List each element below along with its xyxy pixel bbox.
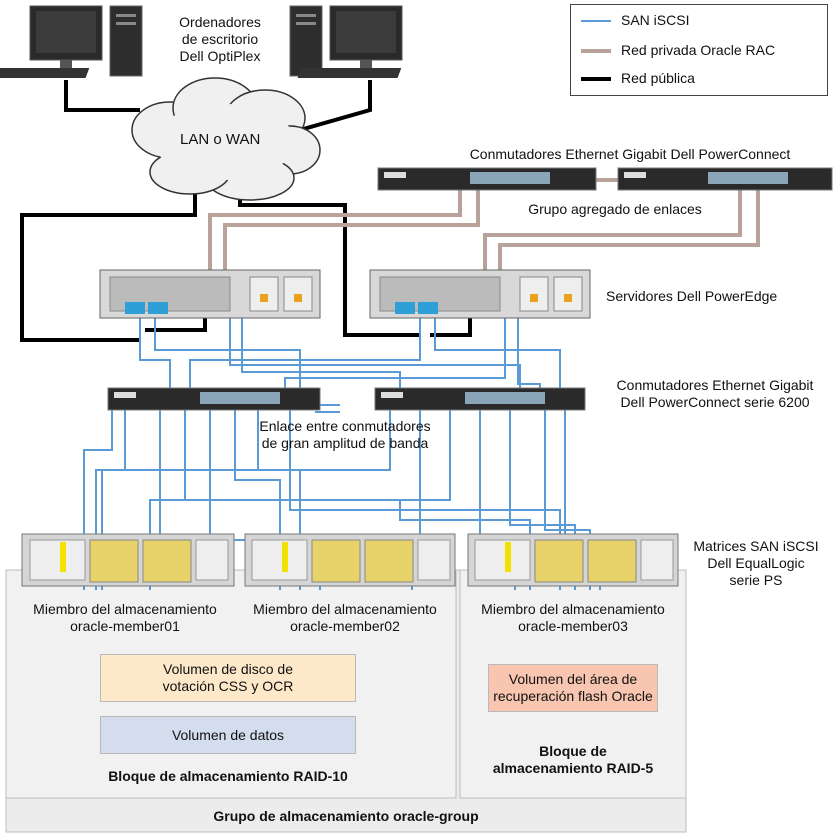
storage-array-2 (244, 533, 456, 587)
legend-label-iscsi: SAN iSCSI (621, 12, 690, 28)
member1-label-line1: Miembro del almacenamiento (33, 601, 217, 617)
top-switch-right (617, 167, 833, 191)
legend-swatch-public (581, 77, 611, 81)
legend-swatch-rac (581, 49, 611, 53)
desktops-label: Ordenadores de escritorio Dell OptiPlex (165, 14, 275, 65)
pool-raid5-label: Bloque de almacenamiento RAID-5 (468, 743, 678, 777)
server-right (369, 269, 591, 319)
desktop-computer-right (289, 5, 403, 78)
servers-label: Servidores Dell PowerEdge (606, 288, 778, 304)
interlink-label-line2: de gran amplitud de banda (261, 435, 429, 451)
top-switch-left (377, 167, 597, 191)
desktop-computer-left (0, 5, 143, 78)
arrays-label-line3: serie PS (729, 572, 783, 588)
member3-label: Miembro del almacenamiento oracle-member… (468, 601, 678, 635)
pool-raid5-label-line1: Bloque de (539, 743, 607, 759)
cloud-label: LAN o WAN (180, 131, 261, 148)
legend-item-public: Red pública (571, 69, 827, 89)
volume-css-ocr-line2: votación CSS y OCR (162, 678, 294, 694)
san-switches-label-line2: Dell PowerConnect serie 6200 (620, 394, 810, 410)
member2-label: Miembro del almacenamiento oracle-member… (240, 601, 450, 635)
storage-group-label: Grupo de almacenamiento oracle-group (213, 808, 479, 824)
interlink-label-line1: Enlace entre conmutadores (259, 418, 431, 434)
desktops-label-line1: Ordenadores (179, 14, 261, 30)
rac-network-lines (208, 178, 760, 280)
member3-label-line1: Miembro del almacenamiento (481, 601, 665, 617)
pool-raid5-label-line2: almacenamiento RAID-5 (492, 760, 654, 776)
legend: SAN iSCSI Red privada Oracle RAC Red púb… (570, 4, 828, 96)
member3-label-line2: oracle-member03 (518, 618, 628, 634)
san-switches-label-line1: Conmutadores Ethernet Gigabit (616, 377, 814, 393)
interlink-label: Enlace entre conmutadores de gran amplit… (235, 418, 455, 452)
server-left (99, 269, 321, 319)
storage-array-1 (21, 533, 235, 587)
top-switches-label: Conmutadores Ethernet Gigabit Dell Power… (469, 146, 791, 162)
san-switch-right (374, 387, 586, 411)
arrays-label-line1: Matrices SAN iSCSI (693, 538, 819, 554)
arrays-label-line2: Dell EqualLogic (707, 555, 805, 571)
legend-label-public: Red pública (621, 70, 695, 86)
volume-css-ocr: Volumen de disco de votación CSS y OCR (100, 654, 356, 702)
legend-label-rac: Red privada Oracle RAC (621, 42, 776, 58)
desktops-label-line3: Dell OptiPlex (179, 48, 261, 64)
legend-item-iscsi: SAN iSCSI (571, 11, 827, 31)
san-switches-label: Conmutadores Ethernet Gigabit Dell Power… (600, 377, 830, 411)
arrays-label: Matrices SAN iSCSI Dell EqualLogic serie… (686, 538, 826, 589)
member1-label-line2: oracle-member01 (70, 618, 180, 634)
cloud-icon (131, 77, 321, 201)
san-switch-left (107, 387, 321, 411)
desktops-label-line2: de escritorio (181, 31, 259, 47)
storage-array-3 (467, 533, 679, 587)
volume-css-ocr-line1: Volumen de disco de (163, 661, 293, 677)
member2-label-line2: oracle-member02 (290, 618, 400, 634)
pool-raid10-label: Bloque de almacenamiento RAID-10 (108, 768, 348, 784)
member2-label-line1: Miembro del almacenamiento (253, 601, 437, 617)
volume-data: Volumen de datos (100, 716, 356, 754)
volume-flash-recovery-line1: Volumen del área de (508, 671, 638, 687)
volume-flash-recovery-line2: recuperación flash Oracle (493, 688, 653, 704)
legend-swatch-iscsi (581, 20, 611, 22)
member1-label: Miembro del almacenamiento oracle-member… (20, 601, 230, 635)
lag-label: Grupo agregado de enlaces (528, 201, 702, 217)
volume-flash-recovery: Volumen del área de recuperación flash O… (488, 664, 658, 712)
legend-item-rac: Red privada Oracle RAC (571, 41, 827, 61)
